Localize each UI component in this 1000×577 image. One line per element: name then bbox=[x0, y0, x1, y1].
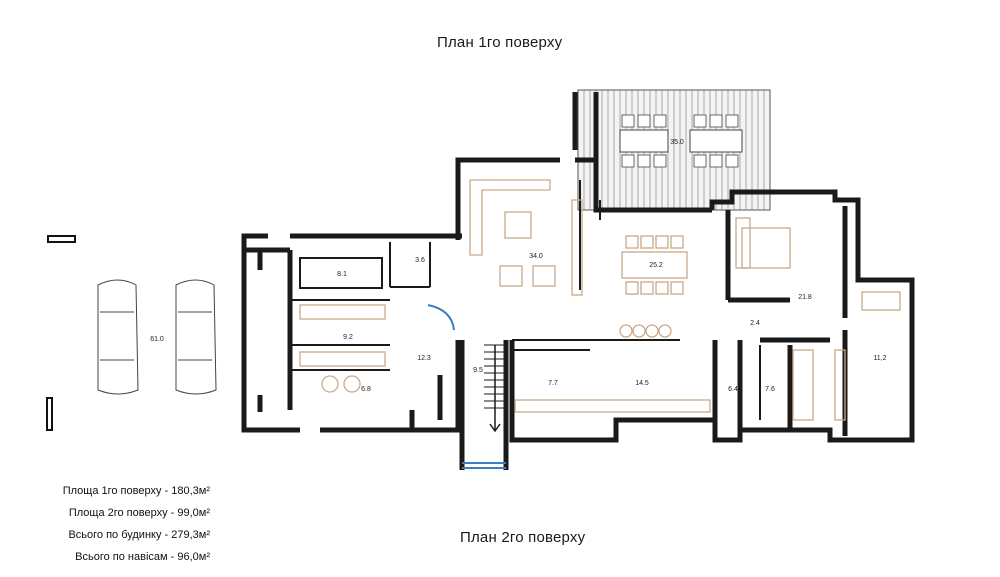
room-label-storage: 8.1 bbox=[337, 271, 347, 278]
floor2-plan-title: План 2го поверху bbox=[460, 529, 586, 546]
room-label-laundry: 6.8 bbox=[361, 386, 371, 393]
room-label-closet-a: 6.4 bbox=[728, 386, 738, 393]
area-floor2: Площа 2го поверху - 99,0м² bbox=[68, 507, 210, 519]
car-icon bbox=[97, 279, 139, 395]
room-label-bath-small: 3.6 bbox=[415, 257, 425, 264]
staircase bbox=[484, 344, 506, 433]
room-label-kitchen: 14.5 bbox=[635, 380, 649, 387]
room-label-closet-b: 7.6 bbox=[765, 386, 775, 393]
partitions bbox=[290, 180, 761, 420]
room-label-corridor: 12.3 bbox=[417, 355, 431, 362]
room-label-pantry: 7.7 bbox=[548, 380, 558, 387]
area-total: Всього по будинку - 279,3м² bbox=[68, 529, 210, 541]
carport bbox=[46, 235, 217, 431]
room-label-terrace: 35.0 bbox=[670, 139, 684, 146]
area-summary: Площа 1го поверху - 180,3м² Площа 2го по… bbox=[20, 480, 230, 568]
area-floor1: Площа 1го поверху - 180,3м² bbox=[62, 485, 210, 497]
furniture bbox=[299, 179, 901, 421]
room-label-stairs: 9.5 bbox=[473, 367, 483, 374]
room-label-hall-small: 2.4 bbox=[750, 320, 760, 327]
floor1-plan-title: План 1го поверху bbox=[437, 34, 563, 51]
room-label-living: 34.0 bbox=[529, 253, 543, 260]
room-label-bedroom: 21.8 bbox=[798, 294, 812, 301]
room-label-wardrobe: 9.2 bbox=[343, 334, 353, 341]
room-label-dining: 25.2 bbox=[649, 262, 663, 269]
car-icon bbox=[175, 279, 217, 395]
walls bbox=[241, 92, 915, 470]
windows bbox=[427, 304, 506, 469]
area-canopies: Всього по навісам - 96,0м² bbox=[75, 551, 210, 563]
room-label-bath: 11,2 bbox=[873, 355, 886, 362]
room-label-carport: 61.0 bbox=[150, 336, 164, 343]
